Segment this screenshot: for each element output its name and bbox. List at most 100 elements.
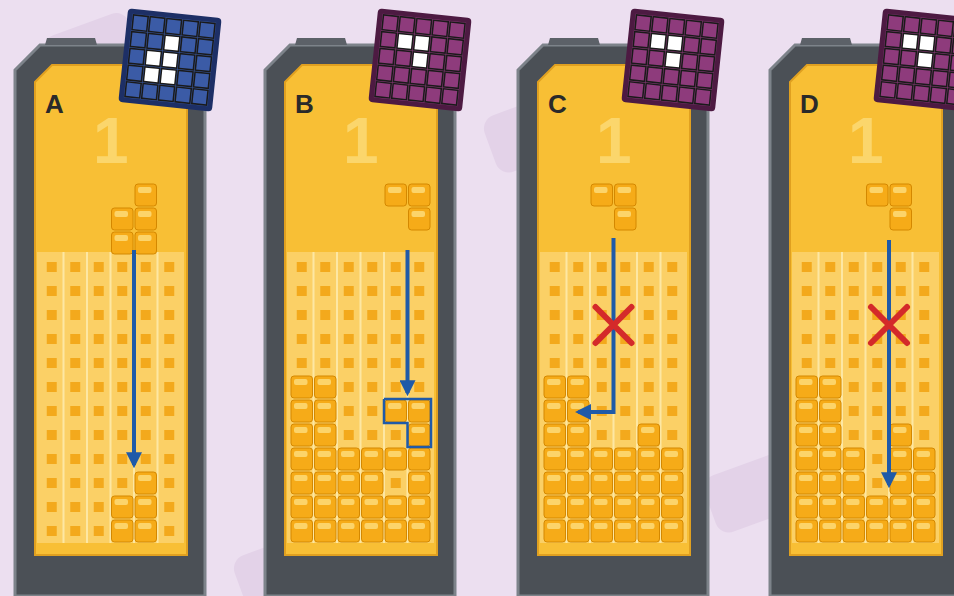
block-highlight [547, 451, 561, 457]
block-cell [591, 520, 613, 542]
block-highlight [893, 427, 907, 433]
block-cell [843, 472, 865, 494]
block-cell [796, 472, 818, 494]
empty-cell [70, 334, 80, 344]
card-grid-cell [904, 17, 920, 33]
block-cell [135, 472, 157, 494]
panel-letter: C [548, 91, 567, 117]
empty-cell [414, 262, 424, 272]
block-highlight [594, 499, 608, 505]
empty-cell [896, 262, 906, 272]
empty-cell [597, 262, 607, 272]
block-cell [544, 520, 566, 542]
empty-cell [164, 262, 174, 272]
card-grid-cell [175, 87, 191, 103]
block-cell [890, 448, 912, 470]
empty-cell [620, 406, 630, 416]
empty-cell [391, 358, 401, 368]
block-cell [662, 520, 684, 542]
game-board [518, 8, 725, 596]
block-cell [544, 472, 566, 494]
empty-cell [70, 526, 80, 536]
board-frame [265, 45, 455, 596]
empty-cell [597, 430, 607, 440]
empty-cell [117, 310, 127, 320]
block-highlight [846, 475, 860, 481]
block-highlight [365, 451, 379, 457]
block-cell [544, 496, 566, 518]
block-highlight [318, 499, 332, 505]
empty-cell [344, 430, 354, 440]
card-grid-cell [930, 87, 946, 103]
empty-cell [47, 382, 57, 392]
block-highlight [799, 403, 813, 409]
empty-cell [391, 334, 401, 344]
card-grid-cell [125, 82, 141, 98]
block-cell [112, 496, 134, 518]
empty-cell [597, 286, 607, 296]
empty-cell [667, 334, 677, 344]
empty-cell [919, 310, 929, 320]
empty-cell [47, 430, 57, 440]
empty-cell [117, 430, 127, 440]
board-surface [538, 65, 690, 555]
block-cell [914, 448, 936, 470]
card-grid-cell [680, 70, 696, 86]
block-highlight [641, 427, 655, 433]
card-grid-cell [947, 89, 954, 105]
empty-cell [644, 334, 654, 344]
card-grid-cell [427, 70, 443, 86]
block-highlight [665, 523, 679, 529]
empty-cell [872, 454, 882, 464]
card-grid-cell [432, 20, 448, 36]
empty-cell [344, 382, 354, 392]
block-highlight [138, 211, 152, 217]
block-cell [914, 520, 936, 542]
block-cell [409, 448, 431, 470]
empty-cell [573, 334, 583, 344]
card-grid-cell [149, 17, 165, 33]
block-highlight [412, 523, 426, 529]
empty-cell [896, 382, 906, 392]
card-grid-cell [380, 32, 396, 48]
block-highlight [571, 379, 585, 385]
empty-cell [825, 358, 835, 368]
empty-cell [919, 430, 929, 440]
block-cell [662, 496, 684, 518]
card-shape-cell [162, 52, 178, 68]
block-cell [914, 496, 936, 518]
card-grid-cell [885, 32, 901, 48]
block-cell [409, 496, 431, 518]
block-cell [662, 472, 684, 494]
card-shape-cell [145, 50, 161, 66]
block-highlight [571, 451, 585, 457]
block-highlight [665, 499, 679, 505]
empty-cell [164, 430, 174, 440]
card-grid-cell [683, 37, 699, 53]
empty-cell [164, 334, 174, 344]
block-cell [615, 520, 637, 542]
frame-tab [800, 38, 852, 45]
empty-cell [644, 406, 654, 416]
empty-cell [896, 286, 906, 296]
block-highlight [641, 451, 655, 457]
panel-letter: D [800, 91, 819, 117]
block-highlight [799, 451, 813, 457]
block-cell [315, 400, 337, 422]
block-highlight [294, 451, 308, 457]
card-shape-cell [164, 35, 180, 51]
card-border [873, 8, 954, 111]
empty-cell [802, 286, 812, 296]
card-border [368, 8, 471, 111]
card-grid-cell [880, 82, 896, 98]
card-grid-cell [635, 15, 651, 31]
empty-cell [550, 310, 560, 320]
block-highlight [318, 523, 332, 529]
frame-tab [548, 38, 600, 45]
block-cell [362, 520, 384, 542]
block-cell [890, 184, 912, 206]
empty-cell [70, 406, 80, 416]
block-highlight [115, 235, 129, 241]
card-grid-cell [147, 33, 163, 49]
empty-cell [391, 382, 401, 392]
